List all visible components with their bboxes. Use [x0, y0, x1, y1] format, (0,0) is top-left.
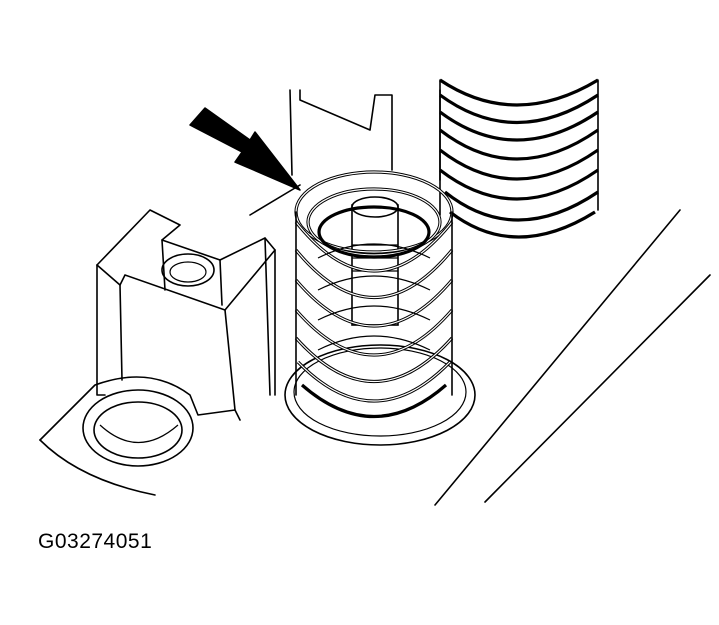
bolt-boss	[39, 376, 241, 496]
cylinder-head-edge	[434, 209, 711, 506]
valve-spring	[294, 170, 454, 419]
spring-seat	[284, 344, 476, 446]
adjacent-valve-spring	[439, 78, 599, 239]
valve-stem	[351, 196, 399, 326]
arrow-icon	[189, 107, 301, 191]
figure-code: G03274051	[38, 530, 153, 553]
rocker-pedestal	[96, 209, 276, 411]
